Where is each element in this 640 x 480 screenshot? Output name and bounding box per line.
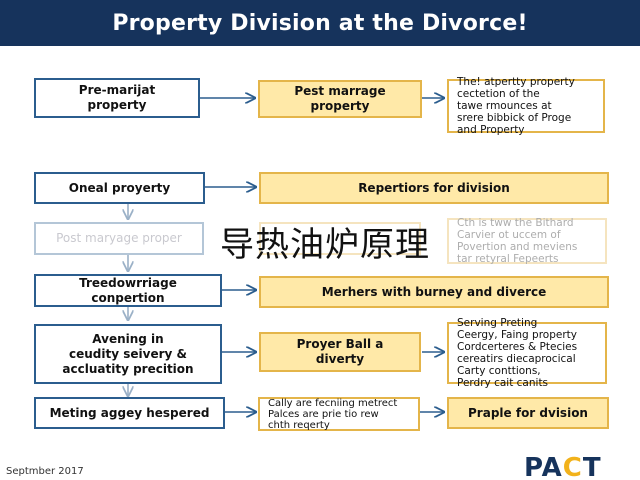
box-post-marriage-proper: Post maryage proper: [34, 222, 204, 255]
box-praple-division: Praple for dvision: [447, 397, 609, 429]
footer-date: Septmber 2017: [6, 466, 84, 477]
logo-part-accent: C: [562, 453, 583, 480]
box-merhers-burney-diverce: Merhers with burney and diverce: [259, 276, 609, 308]
box-serving-preting-note: Serving Preting Ceergy, Faing property C…: [447, 317, 607, 389]
box-proyer-ball-diverty: Proyer Ball a diverty: [259, 332, 421, 372]
pact-logo: PACT: [524, 455, 602, 480]
box-pre-marital-property: Pre-marijat property: [34, 78, 200, 118]
box-cally-fecniing-note: Cally are fecniing metrect Palces are pr…: [258, 397, 420, 431]
logo-part-main: PA: [524, 453, 563, 480]
box-property-definition: The! atpertty property cectetion of the …: [447, 76, 605, 136]
logo-part-end: T: [582, 453, 602, 480]
box-avening-ceudity: Avening in ceudity seivery & accluatity …: [34, 324, 222, 384]
box-oneal-property: Oneal proyerty: [34, 172, 205, 204]
box-faded-mid: [259, 222, 421, 255]
header-bar: Property Division at the Divorce!: [0, 0, 640, 46]
box-post-marriage-property: Pest marrage property: [258, 80, 422, 118]
box-meting-aggey: Meting aggey hespered: [34, 397, 225, 429]
box-treedowrriage-conpertion: Treedowrriage conpertion: [34, 274, 222, 307]
page-title: Property Division at the Divorce!: [112, 10, 528, 36]
box-repertiors-division: Repertiors for division: [259, 172, 609, 204]
box-faded-right-note: Cth is tww the Bithard Carvier ot uccem …: [447, 217, 607, 265]
overlay-watermark-text: 导热油炉原理: [220, 225, 430, 265]
